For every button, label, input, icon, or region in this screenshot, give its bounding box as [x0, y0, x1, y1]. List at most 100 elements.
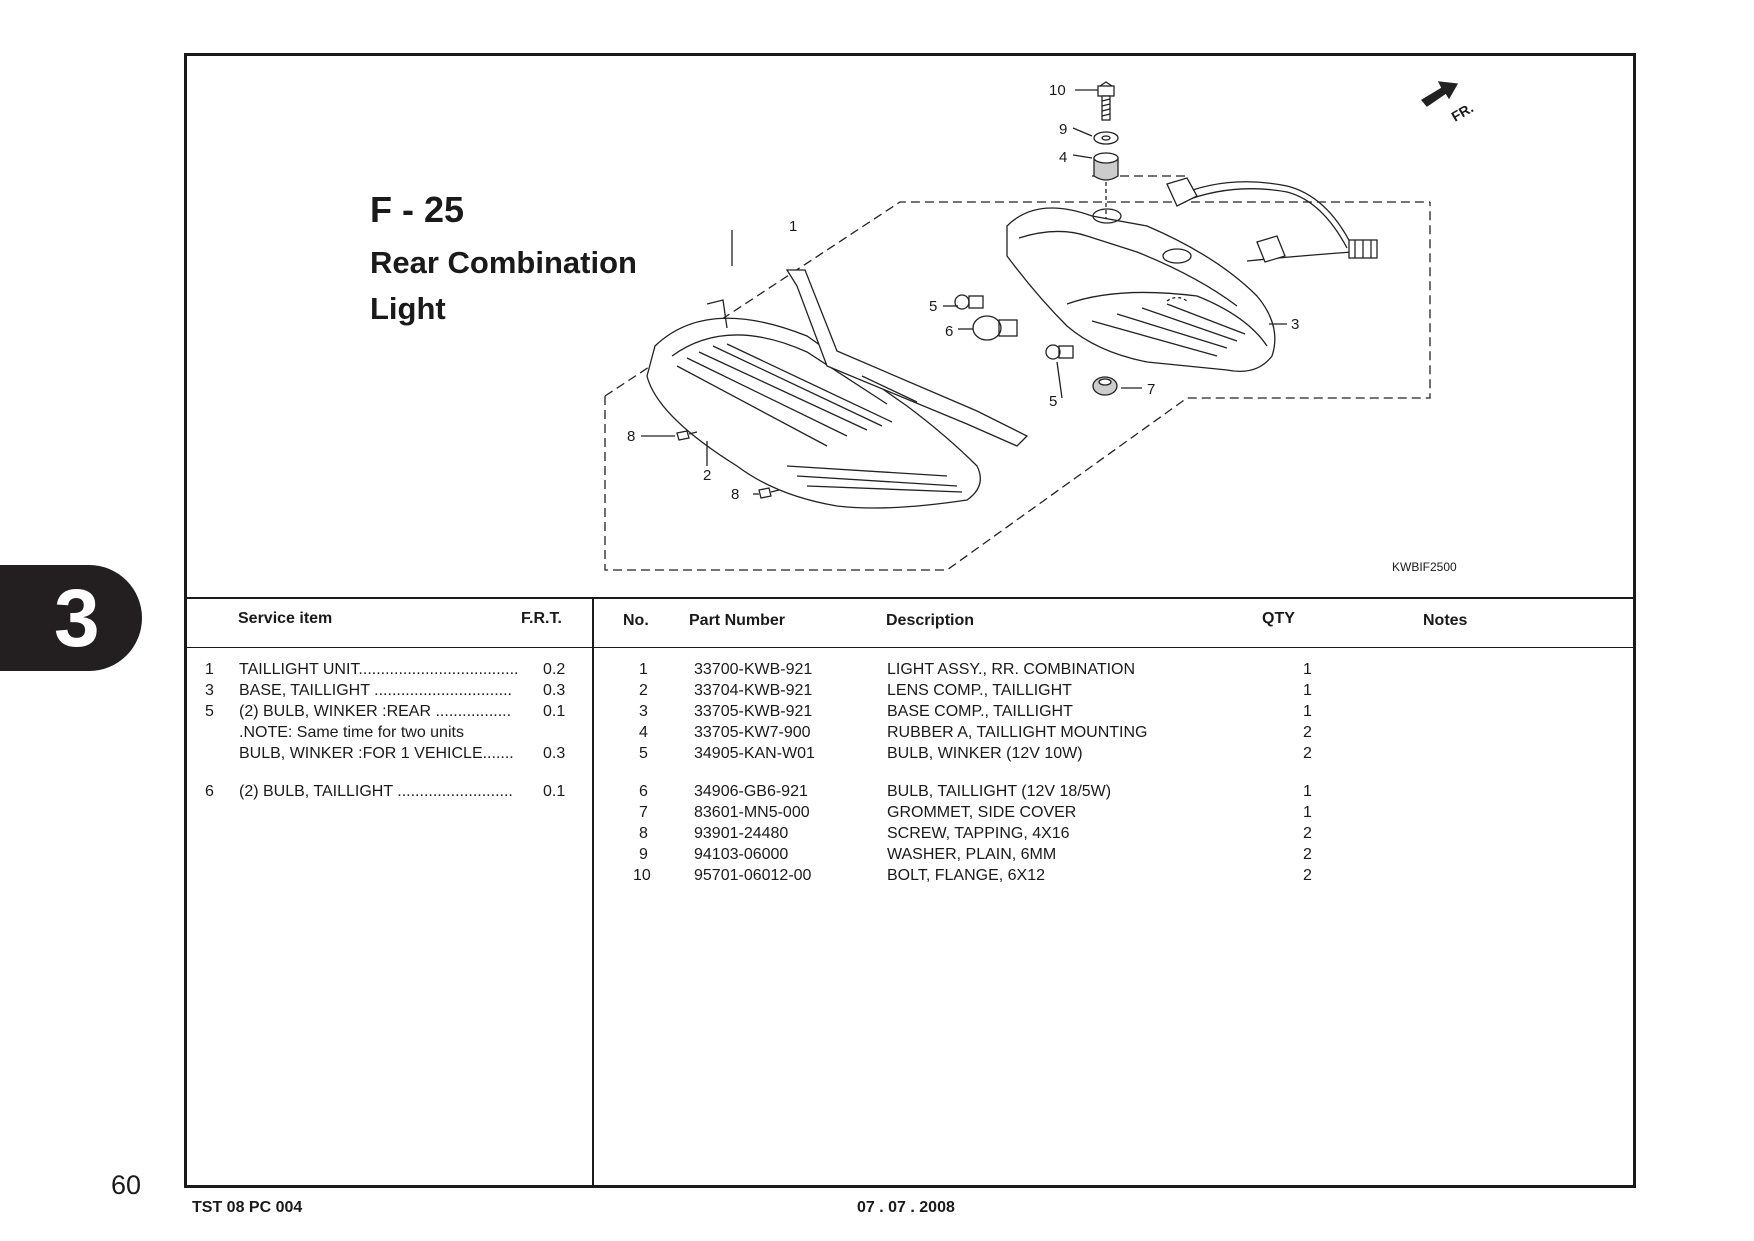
- parts-row-qty: 2: [1303, 745, 1312, 762]
- parts-row-qty: 1: [1303, 804, 1312, 821]
- parts-row-part-number: 95701-06012-00: [694, 867, 812, 884]
- parts-row-qty: 2: [1303, 724, 1312, 741]
- winker-bulb-lower-shape: [1045, 344, 1074, 360]
- callout-3: 3: [1291, 316, 1299, 333]
- service-row-no: 6: [205, 783, 214, 800]
- parts-row-qty: 1: [1303, 703, 1312, 720]
- service-row-text: BULB, WINKER :FOR 1 VEHICLE.......: [239, 745, 514, 762]
- callout-5-upper: 5: [929, 298, 937, 315]
- parts-row-qty: 2: [1303, 846, 1312, 863]
- parts-row-description: SCREW, TAPPING, 4X16: [887, 825, 1070, 842]
- parts-row-no: 1: [639, 661, 648, 678]
- callout-6: 6: [945, 323, 953, 340]
- parts-row-no: 6: [639, 783, 648, 800]
- service-row-no: 3: [205, 682, 214, 699]
- table-divider: [592, 597, 594, 1188]
- callout-1: 1: [789, 218, 797, 235]
- parts-row-part-number: 83601-MN5-000: [694, 804, 810, 821]
- parts-row-no: 9: [639, 846, 648, 863]
- table-header-rule: [187, 647, 1633, 648]
- illustration-code: KWBIF2500: [1392, 560, 1457, 574]
- callout-8-lower: 8: [731, 486, 739, 503]
- service-row-text: (2) BULB, TAILLIGHT ....................…: [239, 783, 513, 800]
- figure-area: F - 25 Rear Combination Light: [187, 56, 1633, 597]
- parts-row-part-number: 33700-KWB-921: [694, 661, 813, 678]
- parts-row-no: 5: [639, 745, 648, 762]
- callout-2: 2: [703, 467, 711, 484]
- exploded-diagram: 10 9 4 1 5 6 3 5 7 8 2 8 FR.: [604, 81, 1477, 571]
- service-row-frt: 0.1: [543, 783, 566, 800]
- parts-row-part-number: 33704-KWB-921: [694, 682, 813, 699]
- grommet-shape: [1092, 376, 1118, 396]
- winker-bulb-shape: [954, 294, 984, 310]
- service-row-text: (2) BULB, WINKER :REAR .................: [239, 703, 512, 720]
- service-row-frt: 0.2: [543, 661, 566, 678]
- parts-row-description: LIGHT ASSY., RR. COMBINATION: [887, 661, 1136, 678]
- parts-row-qty: 1: [1303, 783, 1312, 800]
- page-frame: F - 25 Rear Combination Light: [184, 53, 1636, 1188]
- figure-title-line2: Light: [370, 291, 446, 326]
- parts-row-part-number: 94103-06000: [694, 846, 789, 863]
- parts-row-part-number: 33705-KWB-921: [694, 703, 813, 720]
- parts-row-qty: 1: [1303, 682, 1312, 699]
- callout-4: 4: [1059, 149, 1067, 166]
- callout-9: 9: [1059, 121, 1067, 138]
- parts-row-no: 10: [633, 867, 651, 884]
- parts-row-no: 7: [639, 804, 648, 821]
- header-frt: F.R.T.: [521, 610, 562, 627]
- wire-harness-shape: [1166, 177, 1378, 263]
- header-description: Description: [886, 612, 975, 629]
- document-date: 07 . 07 . 2008: [857, 1199, 955, 1216]
- table-top-rule: [187, 597, 1633, 599]
- front-arrow-icon: [1421, 81, 1459, 107]
- header-qty: QTY: [1262, 610, 1295, 627]
- parts-row-description: BOLT, FLANGE, 6X12: [887, 867, 1045, 884]
- parts-row-description: BULB, TAILLIGHT (12V 18/5W): [887, 783, 1112, 800]
- header-no: No.: [623, 612, 649, 629]
- lens-shape: [646, 299, 981, 509]
- base-shape: [1006, 207, 1276, 373]
- callout-5-lower: 5: [1049, 393, 1057, 410]
- page-number: 60: [111, 1170, 142, 1200]
- parts-row-no: 4: [639, 724, 648, 741]
- parts-row-part-number: 34906-GB6-921: [694, 783, 808, 800]
- washer-shape: [1093, 131, 1119, 145]
- header-service-item: Service item: [238, 610, 333, 627]
- parts-row-no: 8: [639, 825, 648, 842]
- parts-row-description: RUBBER A, TAILLIGHT MOUNTING: [887, 724, 1148, 741]
- parts-row-qty: 1: [1303, 661, 1312, 678]
- front-label: FR.: [1449, 99, 1477, 124]
- rubber-shape: [1093, 152, 1119, 181]
- parts-row-description: WASHER, PLAIN, 6MM: [887, 846, 1057, 863]
- parts-row-part-number: 33705-KW7-900: [694, 724, 811, 741]
- parts-row-qty: 2: [1303, 825, 1312, 842]
- header-part-number: Part Number: [689, 612, 786, 629]
- service-row-no: 1: [205, 661, 214, 678]
- callout-7: 7: [1147, 381, 1155, 398]
- service-row-frt: 0.1: [543, 703, 566, 720]
- parts-row-description: GROMMET, SIDE COVER: [887, 804, 1077, 821]
- figure-title: Rear Combination Light: [370, 240, 670, 332]
- parts-row-no: 3: [639, 703, 648, 720]
- service-row-frt: 0.3: [543, 682, 566, 699]
- callout-10: 10: [1049, 82, 1066, 99]
- callout-8-upper: 8: [627, 428, 635, 445]
- gasket-shape: [785, 269, 1029, 447]
- bolt-shape: [1097, 81, 1115, 121]
- parts-row-description: BULB, WINKER (12V 10W): [887, 745, 1083, 762]
- header-notes: Notes: [1423, 612, 1468, 629]
- figure-code: F - 25: [370, 189, 465, 230]
- parts-row-description: BASE COMP., TAILLIGHT: [887, 703, 1073, 720]
- service-row-text: TAILLIGHT UNIT..........................…: [239, 661, 519, 678]
- parts-row-part-number: 93901-24480: [694, 825, 789, 842]
- chapter-tab: [0, 565, 142, 671]
- service-row-text: .NOTE: Same time for two units: [239, 724, 464, 741]
- figure-title-line1: Rear Combination: [370, 245, 637, 280]
- service-row-text: BASE, TAILLIGHT ........................…: [239, 682, 512, 699]
- parts-row-qty: 2: [1303, 867, 1312, 884]
- service-row-no: 5: [205, 703, 214, 720]
- parts-row-description: LENS COMP., TAILLIGHT: [887, 682, 1072, 699]
- document-code: TST 08 PC 004: [192, 1199, 303, 1216]
- chapter-number: 3: [54, 573, 100, 664]
- taillight-bulb-shape: [972, 315, 1018, 341]
